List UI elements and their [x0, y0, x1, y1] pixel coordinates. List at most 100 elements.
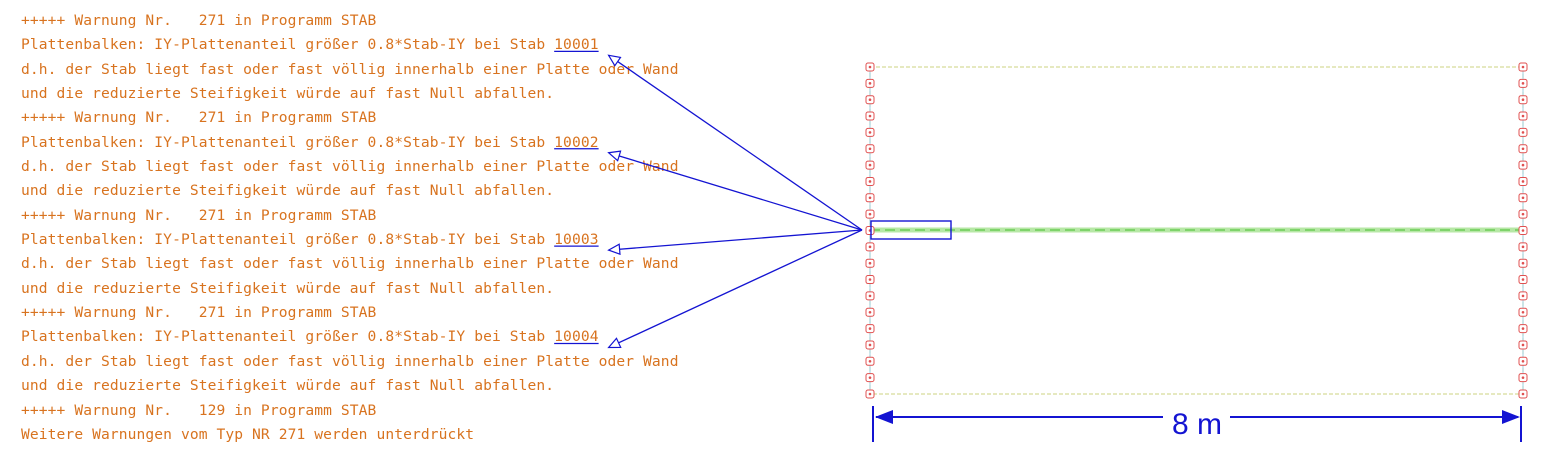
node-marker-dot — [868, 65, 872, 69]
node-marker-dot — [868, 180, 872, 183]
node-marker — [1518, 209, 1528, 219]
log-line-text: und die reduzierte Steifigkeit würde auf… — [21, 377, 555, 395]
log-line-text: und die reduzierte Steifigkeit würde auf… — [21, 182, 555, 200]
stab-number-10002: 10002 — [554, 133, 599, 151]
node-marker-dot — [868, 294, 872, 298]
node-marker-dot — [1521, 343, 1525, 347]
node-marker-dot — [868, 343, 872, 347]
log-line-text: d.h. der Stab liegt fast oder fast völli… — [21, 158, 679, 176]
node-marker-dot — [1521, 114, 1525, 118]
node-marker-dot — [1521, 131, 1525, 134]
log-line-text: +++++ Warnung Nr. 271 in Programm STAB — [21, 109, 377, 127]
node-marker — [865, 373, 875, 383]
node-marker — [1518, 242, 1528, 252]
node-marker — [1518, 307, 1528, 317]
node-marker — [865, 275, 875, 285]
node-marker — [865, 291, 875, 301]
node-marker — [1518, 389, 1528, 399]
log-line: d.h. der Stab liegt fast oder fast völli… — [21, 58, 679, 82]
log-line: +++++ Warnung Nr. 129 in Programm STAB — [21, 399, 679, 423]
node-marker-dot — [1521, 196, 1525, 200]
node-marker — [1518, 144, 1528, 154]
node-marker-dot — [1521, 261, 1525, 265]
node-marker-dot — [868, 229, 872, 232]
stab-number-10001: 10001 — [554, 36, 599, 54]
node-marker — [865, 307, 875, 317]
node-marker — [1518, 275, 1528, 285]
log-line: +++++ Warnung Nr. 271 in Programm STAB — [21, 301, 679, 325]
log-line: Plattenbalken: IY-Plattenanteil größer 0… — [21, 228, 679, 252]
node-marker — [865, 389, 875, 399]
node-marker-dot — [868, 131, 872, 134]
log-line-text: +++++ Warnung Nr. 271 in Programm STAB — [21, 304, 377, 322]
left-node-markers — [865, 62, 875, 399]
log-line-text: und die reduzierte Steifigkeit würde auf… — [21, 279, 555, 297]
log-line-text: und die reduzierte Steifigkeit würde auf… — [21, 85, 555, 103]
node-marker-dot — [868, 261, 872, 265]
node-marker-dot — [868, 163, 872, 167]
right-node-markers — [1518, 62, 1528, 399]
highlight-box — [870, 220, 952, 240]
node-marker-dot — [1521, 245, 1525, 249]
stab-number-10004: 10004 — [554, 328, 599, 346]
log-line: Weitere Warnungen vom Typ NR 271 werden … — [21, 423, 679, 447]
stab-number-10003: 10003 — [554, 231, 599, 249]
warning-log: +++++ Warnung Nr. 271 in Programm STAB P… — [21, 9, 679, 447]
node-marker — [1518, 176, 1528, 186]
node-marker-dot — [868, 327, 872, 330]
node-marker — [865, 324, 875, 334]
node-marker — [1518, 356, 1528, 366]
node-marker-dot — [1521, 147, 1525, 151]
node-marker-dot — [868, 392, 872, 396]
node-marker — [1518, 340, 1528, 350]
node-marker — [865, 160, 875, 170]
node-marker — [865, 176, 875, 186]
node-marker — [1518, 258, 1528, 268]
node-marker — [1518, 160, 1528, 170]
node-marker-dot — [1521, 360, 1525, 363]
node-marker — [1518, 62, 1528, 72]
node-marker-dot — [868, 376, 872, 379]
log-line: und die reduzierte Steifigkeit würde auf… — [21, 82, 679, 106]
log-line-text: Plattenbalken: IY-Plattenanteil größer 0… — [21, 133, 555, 151]
log-line: Plattenbalken: IY-Plattenanteil größer 0… — [21, 325, 679, 349]
node-marker — [1518, 127, 1528, 137]
node-marker-dot — [868, 147, 872, 151]
node-marker-dot — [1521, 98, 1525, 101]
log-line: +++++ Warnung Nr. 271 in Programm STAB — [21, 9, 679, 33]
node-marker-dot — [868, 212, 872, 216]
log-line: und die reduzierte Steifigkeit würde auf… — [21, 374, 679, 398]
node-marker — [865, 226, 875, 235]
node-marker-dot — [868, 278, 872, 281]
node-marker — [1518, 324, 1528, 334]
node-marker-dot — [1521, 163, 1525, 167]
node-marker-dot — [868, 196, 872, 200]
node-marker — [865, 62, 875, 72]
node-marker — [865, 144, 875, 154]
span-label: 8 m — [1172, 408, 1222, 441]
node-marker — [1518, 373, 1528, 383]
log-line: und die reduzierte Steifigkeit würde auf… — [21, 277, 679, 301]
node-marker — [865, 111, 875, 121]
log-line: Plattenbalken: IY-Plattenanteil größer 0… — [21, 131, 679, 155]
log-line: d.h. der Stab liegt fast oder fast völli… — [21, 252, 679, 276]
log-line-text: +++++ Warnung Nr. 129 in Programm STAB — [21, 401, 377, 419]
node-marker-dot — [1521, 212, 1525, 216]
node-marker — [1518, 193, 1528, 203]
node-marker — [865, 78, 875, 88]
node-marker — [865, 95, 875, 105]
dimension-arrow-left — [875, 410, 893, 424]
node-marker-dot — [868, 114, 872, 118]
log-line: d.h. der Stab liegt fast oder fast völli… — [21, 155, 679, 179]
node-marker-dot — [1521, 376, 1525, 379]
plate-boundary — [869, 66, 1524, 395]
node-marker — [1518, 226, 1528, 235]
node-marker — [1518, 291, 1528, 301]
log-line-text: Plattenbalken: IY-Plattenanteil größer 0… — [21, 328, 555, 346]
node-marker — [1518, 111, 1528, 121]
node-marker — [865, 340, 875, 350]
node-marker-dot — [868, 310, 872, 314]
dimension-arrow-right — [1502, 410, 1520, 424]
node-marker-dot — [1521, 327, 1525, 330]
node-marker-dot — [1521, 278, 1525, 281]
